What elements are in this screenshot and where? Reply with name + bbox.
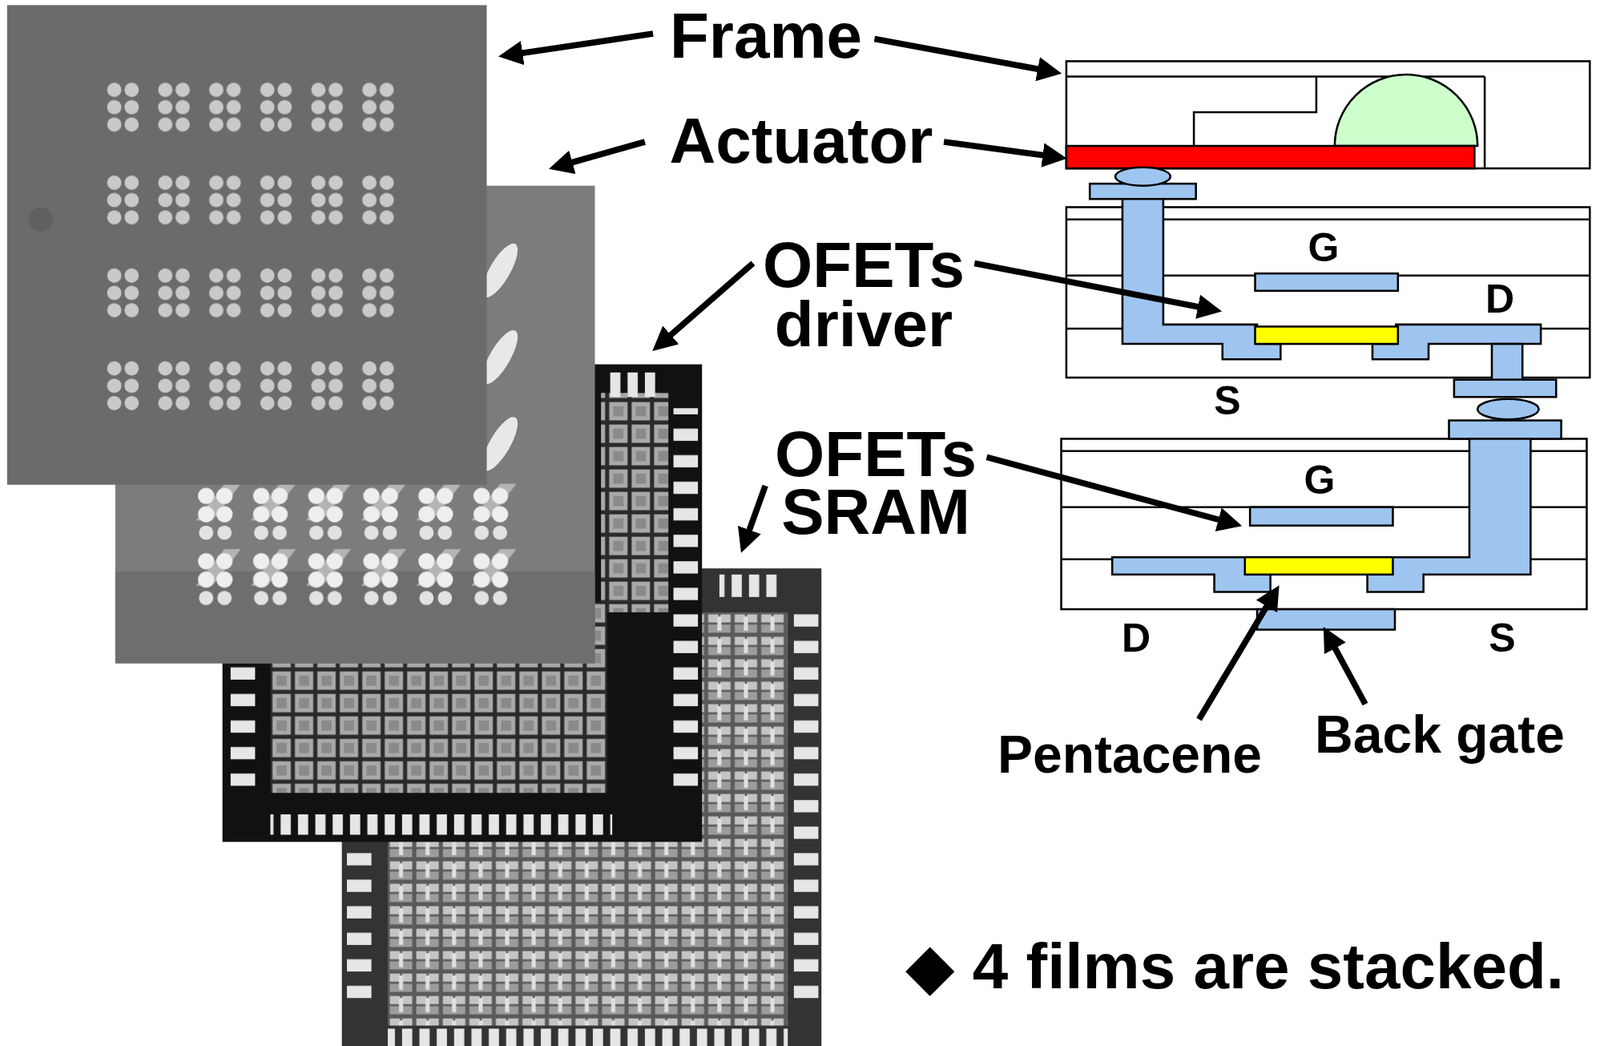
part-label: S: [1488, 616, 1516, 660]
part-label: Frame: [669, 2, 863, 70]
part-label: Actuator: [669, 107, 934, 175]
part-label: Back gate: [1314, 706, 1565, 762]
part-label: S: [1213, 379, 1241, 423]
part-label: D: [1121, 616, 1151, 660]
part-label: D: [1485, 278, 1515, 321]
part-label: ◆ 4 films are stacked.: [905, 932, 1564, 1000]
part-label: G: [1304, 459, 1336, 502]
part-label: G: [1308, 226, 1340, 270]
frame-photo: [7, 4, 488, 484]
part-label: OFETs SRAM: [755, 425, 996, 541]
sram-cross-section: [1061, 420, 1588, 630]
leader-arrows: [515, 33, 1366, 720]
part-label: OFETs driver: [743, 235, 984, 355]
part-label: Pentacene: [997, 726, 1262, 782]
frame-cross-section: [1066, 60, 1590, 169]
